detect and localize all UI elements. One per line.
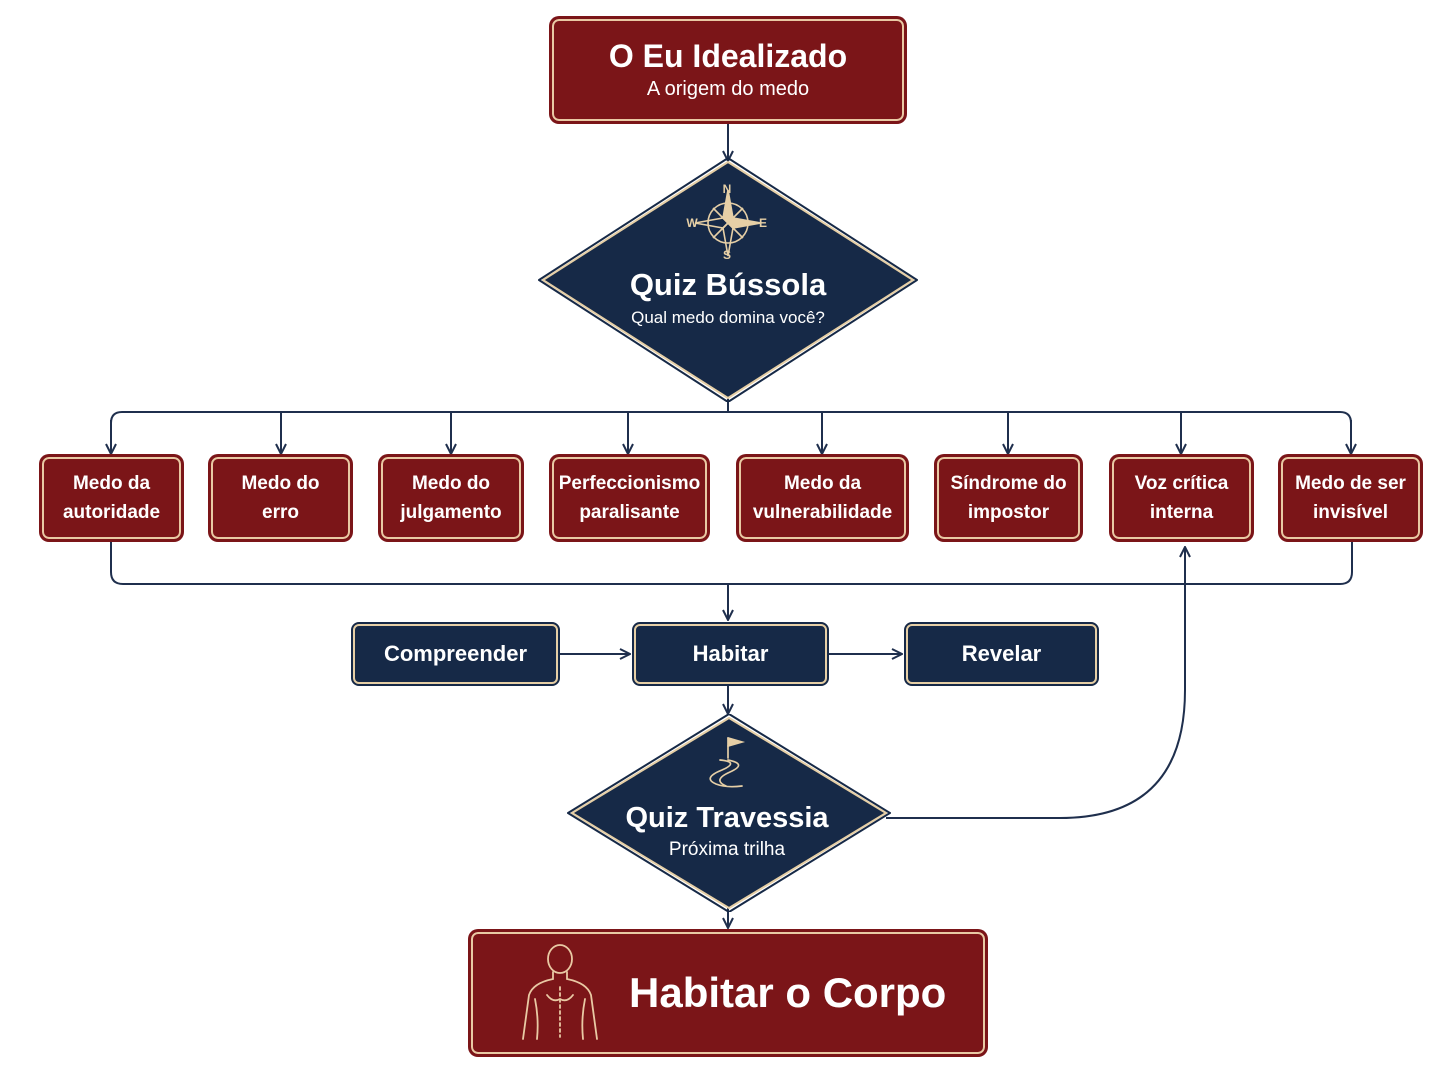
fear-label-line1: Síndrome do [950,473,1067,494]
fear-label-line1: Perfeccionismo [558,473,701,494]
arrow-travessia-loop-to-voz-critica [886,548,1185,819]
fear-label-line2: vulnerabilidade [752,502,893,523]
idealized-self-title: O Eu Idealizado [608,38,848,74]
fear-box-erro: Medo do erro [210,456,351,540]
line-distributor [110,411,1352,453]
quiz-travessia-title: Quiz Travessia [625,802,829,834]
step-revelar-label: Revelar [961,641,1042,666]
fear-label-line1: Medo do [411,473,491,494]
fear-label-line2: invisível [1313,502,1388,523]
idealized-self-box: O Eu Idealizado A origem do medo [551,18,905,122]
compass-letter-north: N [722,182,732,196]
quiz-bussola-subtitle: Qual medo domina você? [631,308,825,327]
compass-letter-east: E [758,216,767,230]
winding-path-flag-icon [709,737,746,788]
fear-label-line1: Voz crítica [1134,473,1229,494]
fear-label-line1: Medo de ser [1295,473,1406,494]
step-habitar-box: Habitar [634,624,827,684]
fear-label-line2: interna [1149,502,1214,523]
fear-box-invisivel: Medo de ser invisível [1280,456,1421,540]
step-habitar-label: Habitar [692,641,769,666]
compass-rose-icon [694,189,762,257]
habitar-corpo-box: Habitar o Corpo [470,931,986,1055]
habitar-corpo-title: Habitar o Corpo [629,969,947,1016]
fear-label-line1: Medo do [241,473,320,494]
fear-box-vulnerabilidade: Medo da vulnerabilidade [738,456,907,540]
fear-label-line2: julgamento [400,502,502,523]
step-revelar-box: Revelar [906,624,1097,684]
compass-letter-south: S [722,248,731,262]
fear-box-julgamento: Medo do julgamento [380,456,522,540]
fear-box-voz-critica: Voz crítica interna [1111,456,1252,540]
quiz-bussola-diamond [538,158,918,402]
fear-box-impostor: Síndrome do impostor [936,456,1081,540]
fear-box-autoridade: Medo da autoridade [41,456,182,540]
idealized-self-subtitle: A origem do medo [646,78,810,100]
quiz-bussola-title: Quiz Bússola [629,267,827,302]
fear-box-perfeccionismo: Perfeccionismo paralisante [551,456,708,540]
quiz-travessia-subtitle: Próxima trilha [668,839,786,860]
compass-letter-west: W [686,216,698,230]
fear-label-line2: autoridade [62,502,161,523]
step-compreender-label: Compreender [383,641,528,666]
step-compreender-box: Compreender [353,624,558,684]
line-collector [110,541,1353,585]
human-torso-outline-icon [522,944,598,1040]
fear-label-line1: Medo da [783,473,862,494]
quiz-travessia-diamond [567,714,891,912]
fear-label-line2: paralisante [579,502,680,523]
fear-label-line1: Medo da [72,473,151,494]
fear-label-line2: impostor [967,502,1050,523]
fear-label-line2: erro [262,502,299,523]
